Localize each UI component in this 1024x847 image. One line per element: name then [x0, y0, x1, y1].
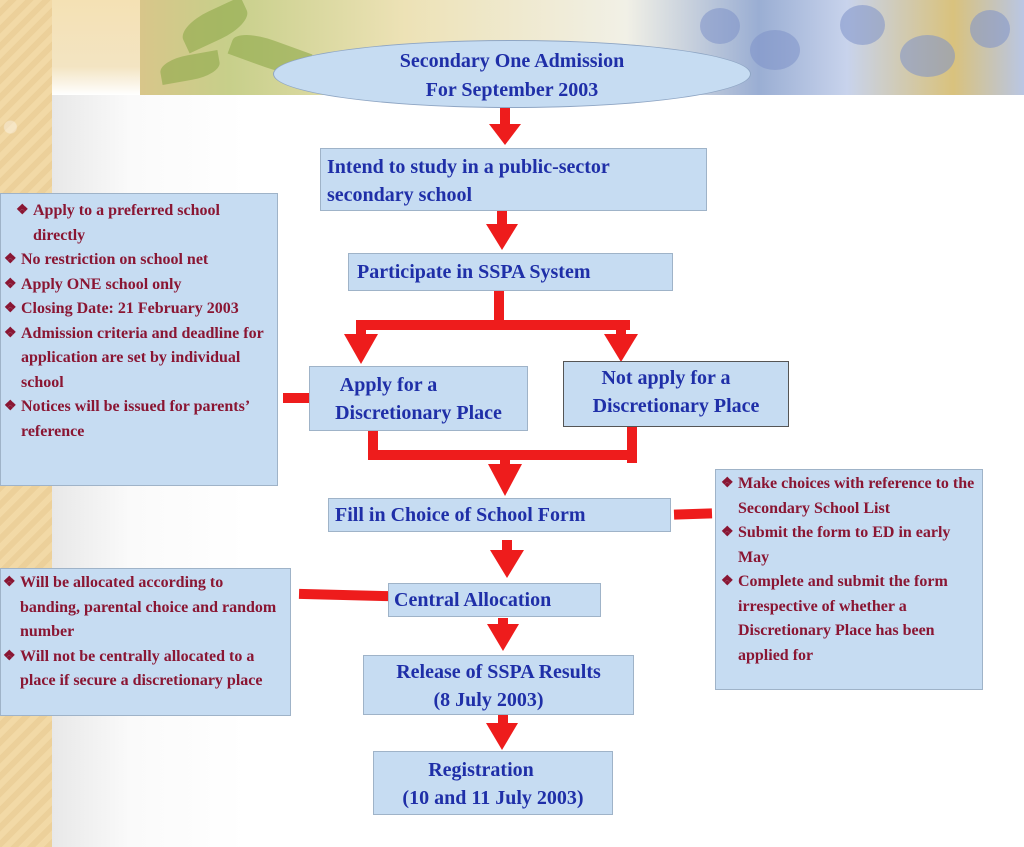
note-choice-form: Make choices with reference to the Secon…	[715, 469, 983, 690]
node-not-apply-line-1: Not apply for a	[601, 367, 731, 389]
note-discretionary-item-4: Closing Date: 21 February 2003	[2, 297, 271, 322]
note-allocation-item-2: Will not be centrally allocated to a pla…	[1, 645, 286, 694]
node-release-line-2: (8 July 2003)	[433, 689, 544, 711]
note-discretionary-item-2: No restriction on school net	[2, 248, 271, 273]
node-intend-line-1: Intend to study in a public-sector	[327, 156, 610, 178]
node-apply-discretionary: Apply for a Discretionary Place	[309, 366, 528, 431]
node-release-line-1: Release of SSPA Results	[396, 661, 601, 683]
note-choice-item-3: Complete and submit the form irrespectiv…	[719, 570, 978, 668]
title-line-1: Secondary One Admission	[399, 50, 625, 72]
node-fill-choice-form: Fill in Choice of School Form	[328, 498, 671, 532]
title-line-2: For September 2003	[425, 79, 599, 101]
note-discretionary-item-6: Notices will be issued for parents’ refe…	[2, 395, 271, 444]
note-central-allocation: Will be allocated according to banding, …	[0, 568, 291, 716]
node-registration-line-2: (10 and 11 July 2003)	[402, 787, 584, 809]
note-discretionary-place: Apply to a preferred school directly No …	[0, 193, 278, 486]
node-registration: Registration (10 and 11 July 2003)	[373, 751, 613, 815]
note-choice-item-2: Submit the form to ED in early May	[719, 521, 978, 570]
node-not-apply-discretionary: Not apply for a Discretionary Place	[563, 361, 789, 427]
title-oval: Secondary One Admission For September 20…	[273, 40, 751, 108]
note-discretionary-item-3: Apply ONE school only	[2, 273, 271, 298]
note-discretionary-item-5: Admission criteria and deadline for appl…	[2, 322, 271, 396]
note-allocation-item-1: Will be allocated according to banding, …	[1, 571, 286, 645]
node-not-apply-line-2: Discretionary Place	[592, 395, 760, 417]
node-fill-form-label: Fill in Choice of School Form	[335, 504, 586, 526]
node-release-results: Release of SSPA Results (8 July 2003)	[363, 655, 634, 715]
node-registration-line-1: Registration	[428, 759, 534, 781]
node-intend-study: Intend to study in a public-sector secon…	[320, 148, 707, 211]
node-apply-line-2: Discretionary Place	[335, 402, 502, 424]
node-participate-sspa: Participate in SSPA System	[348, 253, 673, 291]
node-sspa-label: Participate in SSPA System	[357, 261, 591, 283]
note-discretionary-item-1: Apply to a preferred school directly	[14, 199, 271, 248]
node-central-allocation: Central Allocation	[388, 583, 601, 617]
node-central-label: Central Allocation	[394, 589, 552, 611]
note-choice-item-1: Make choices with reference to the Secon…	[719, 472, 978, 521]
node-intend-line-2: secondary school	[327, 184, 472, 206]
node-apply-line-1: Apply for a	[339, 374, 438, 396]
